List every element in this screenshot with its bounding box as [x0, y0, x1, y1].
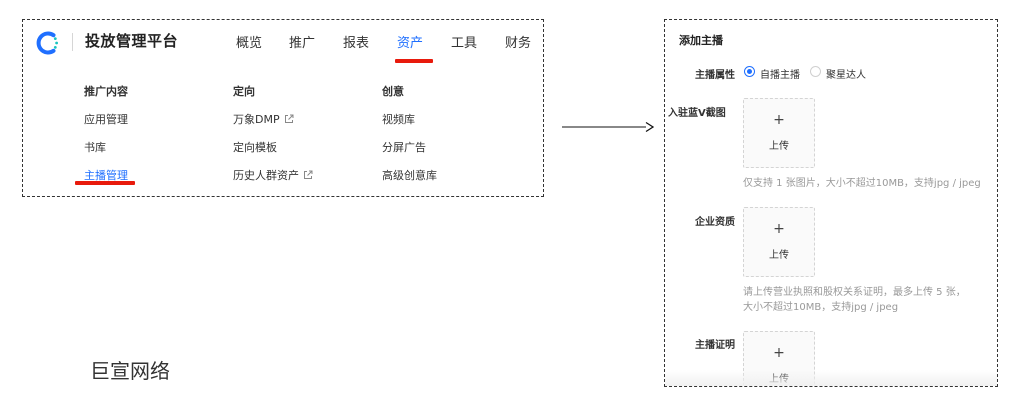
radio-star-talent-label[interactable]: 聚星达人: [826, 70, 866, 81]
menu-item-advanced-creative[interactable]: 高级创意库: [382, 169, 437, 182]
menu-item-targeting-template[interactable]: 定向模板: [233, 141, 277, 154]
menu-item-split-screen-ads[interactable]: 分屏广告: [382, 141, 426, 154]
brand-title: 投放管理平台: [85, 32, 179, 50]
blue-v-upload-hint: 仅支持 1 张图片，大小不超过10MB，支持jpg / jpeg: [743, 178, 981, 189]
anchor-proof-label: 主播证明: [695, 340, 735, 351]
plus-icon: +: [773, 345, 785, 361]
external-link-icon: [304, 170, 313, 179]
nav-overview[interactable]: 概览: [236, 36, 263, 51]
nav-reports[interactable]: 报表: [343, 36, 370, 51]
upload-label: 上传: [769, 141, 789, 152]
company-caption: 巨宣网络: [90, 359, 170, 383]
nav-promotion[interactable]: 推广: [289, 36, 316, 51]
right-arrow-icon: [562, 121, 654, 133]
menu-item-dmp[interactable]: 万象DMP: [233, 111, 294, 127]
nav-tools[interactable]: 工具: [451, 36, 478, 51]
radio-self-anchor[interactable]: [744, 66, 755, 77]
nav-assets[interactable]: 资产: [397, 36, 424, 51]
menu-heading-creative: 创意: [382, 85, 404, 98]
qualification-upload-button[interactable]: + 上传: [743, 207, 815, 277]
bottom-fade-overlay: [665, 370, 997, 386]
menu-item-audience-assets[interactable]: 历史人群资产: [233, 167, 313, 183]
qualification-upload-hint: 请上传营业执照和股权关系证明，最多上传 5 张，大小不超过10MB，支持jpg …: [743, 287, 966, 313]
nav-assets-highlight-mark: [395, 59, 433, 63]
upload-label: 上传: [769, 250, 789, 261]
menu-item-app-management[interactable]: 应用管理: [84, 113, 128, 126]
brand-logo-icon[interactable]: [35, 30, 61, 56]
add-anchor-form-panel: 添加主播 主播属性 自播主播 聚星达人 入驻蓝V截图 + 上传 仅支持 1 张图…: [664, 19, 998, 387]
menu-item-library[interactable]: 书库: [84, 141, 106, 154]
menu-item-anchor-management[interactable]: 主播管理: [84, 169, 128, 182]
radio-self-anchor-label[interactable]: 自播主播: [760, 70, 800, 81]
plus-icon: +: [773, 112, 785, 128]
form-title: 添加主播: [679, 34, 723, 47]
anchor-attribute-label: 主播属性: [695, 70, 735, 81]
radio-star-talent[interactable]: [810, 66, 821, 77]
logo-divider: [72, 33, 73, 51]
blue-v-screenshot-label: 入驻蓝V截图: [668, 108, 726, 119]
external-link-icon: [284, 114, 294, 123]
anchor-management-highlight-mark: [75, 181, 135, 185]
menu-item-audience-assets-label: 历史人群资产: [233, 169, 299, 182]
nav-finance[interactable]: 财务: [505, 36, 532, 51]
enterprise-qualification-label: 企业资质: [695, 217, 735, 228]
platform-nav-panel: 投放管理平台 概览 推广 报表 资产 工具 财务 推广内容 应用管理 书库 主播…: [22, 19, 544, 197]
menu-heading-targeting: 定向: [233, 85, 255, 98]
menu-heading-promo-content: 推广内容: [84, 85, 128, 98]
blue-v-upload-button[interactable]: + 上传: [743, 98, 815, 168]
plus-icon: +: [773, 221, 785, 237]
menu-item-dmp-label: 万象DMP: [233, 113, 280, 126]
menu-item-video-library[interactable]: 视频库: [382, 113, 415, 126]
